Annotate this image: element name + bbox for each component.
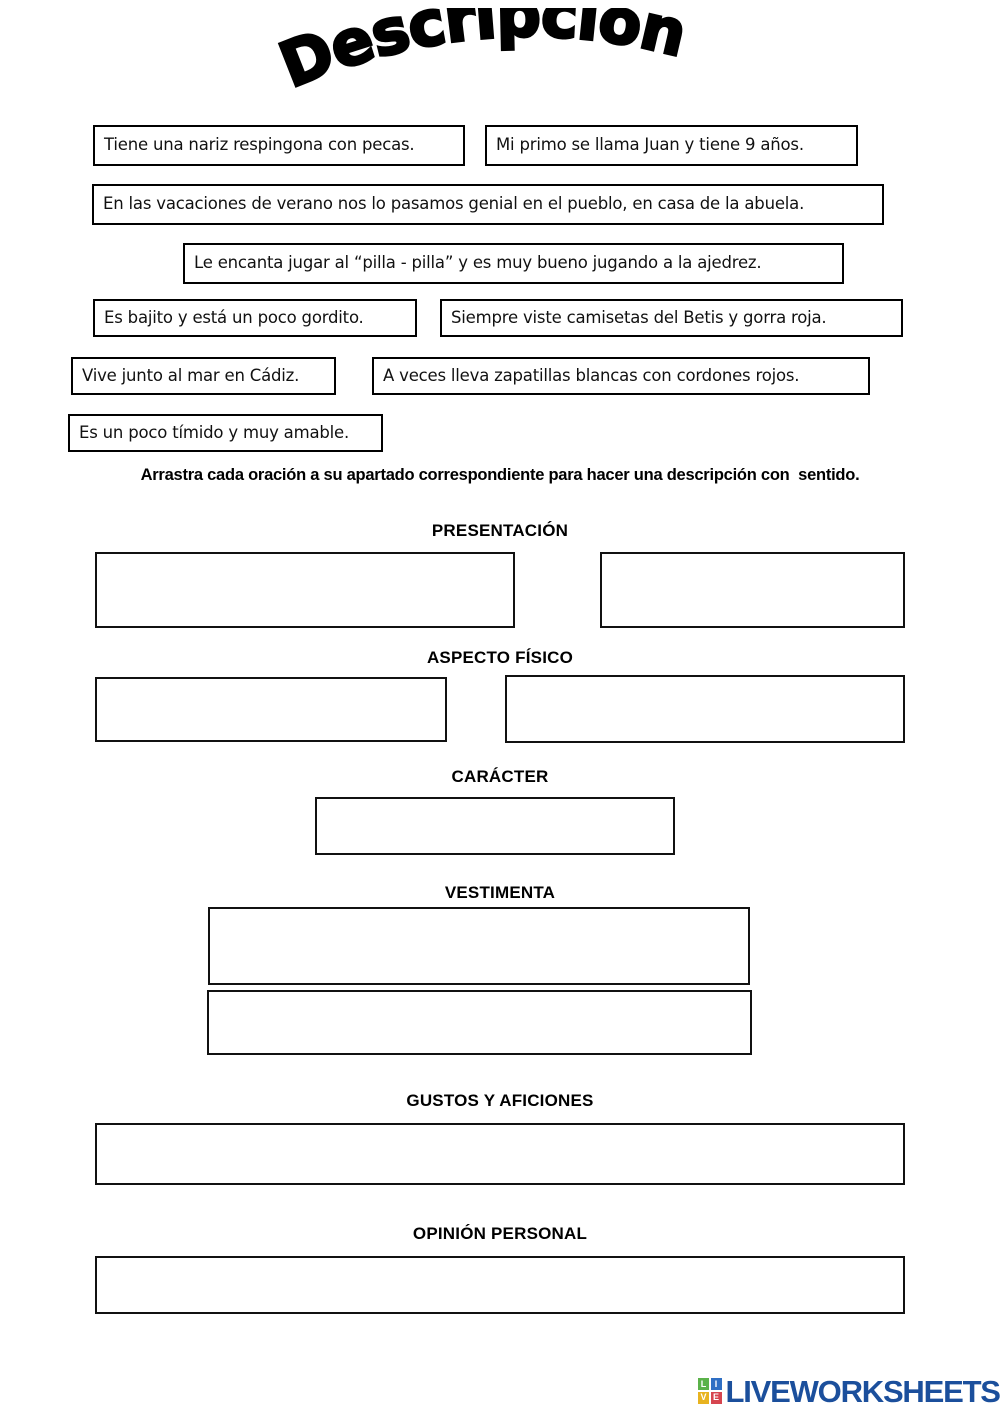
sentence-tile-pilla[interactable]: Le encanta jugar al “pilla - pilla” y es… (183, 243, 844, 284)
dropzone-aspecto-box-2[interactable] (505, 675, 905, 743)
title-wordart: Descripción (268, 8, 695, 103)
dropzone-aspecto-box-1[interactable] (95, 677, 447, 742)
sentence-tile-primo[interactable]: Mi primo se llama Juan y tiene 9 años. (485, 125, 858, 166)
section-heading-aspecto-fisico: ASPECTO FÍSICO (426, 648, 574, 667)
logo-tile-v: V (698, 1391, 709, 1404)
dropzone-presentacion-box-2[interactable] (600, 552, 905, 628)
section-heading-presentacion: PRESENTACIÓN (431, 521, 569, 540)
dropzone-presentacion-box-1[interactable] (95, 552, 515, 628)
sentence-tile-nariz[interactable]: Tiene una nariz respingona con pecas. (93, 125, 465, 166)
dropzone-vestimenta-box-2[interactable] (207, 990, 752, 1055)
sentence-tile-vacaciones[interactable]: En las vacaciones de verano nos lo pasam… (92, 184, 884, 225)
dropzone-caracter-box-1[interactable] (315, 797, 675, 855)
section-heading-gustos-y-aficiones: GUSTOS Y AFICIONES (406, 1091, 594, 1110)
sentence-tile-cadiz[interactable]: Vive junto al mar en Cádiz. (71, 357, 336, 395)
logo-tile-i: I (710, 1378, 722, 1391)
dropzone-gustos-box-1[interactable] (95, 1123, 905, 1185)
sentence-tile-zapatillas[interactable]: A veces lleva zapatillas blancas con cor… (372, 357, 870, 395)
dropzone-opinion-box-1[interactable] (95, 1256, 905, 1314)
section-heading-caracter: CARÁCTER (451, 767, 549, 786)
page-title: Descripción (0, 8, 1000, 108)
section-heading-vestimenta: VESTIMENTA (444, 883, 556, 902)
instruction-text: Arrastra cada oración a su apartado corr… (140, 466, 860, 484)
sentence-tile-camisetas[interactable]: Siempre viste camisetas del Betis y gorr… (440, 299, 903, 337)
liveworksheets-wordmark: LIVEWORKSHEETS (725, 1373, 1000, 1409)
sentence-tile-timido[interactable]: Es un poco tímido y muy amable. (68, 414, 383, 452)
section-heading-opinion-personal: OPINIÓN PERSONAL (412, 1224, 588, 1243)
dropzone-vestimenta-box-1[interactable] (208, 907, 750, 985)
svg-text:Descripción: Descripción (270, 8, 693, 102)
logo-tile-l: L (698, 1378, 709, 1391)
sentence-tile-bajito[interactable]: Es bajito y está un poco gordito. (93, 299, 417, 337)
logo-tile-e: E (710, 1391, 722, 1404)
title-text: Descripción (268, 8, 695, 103)
